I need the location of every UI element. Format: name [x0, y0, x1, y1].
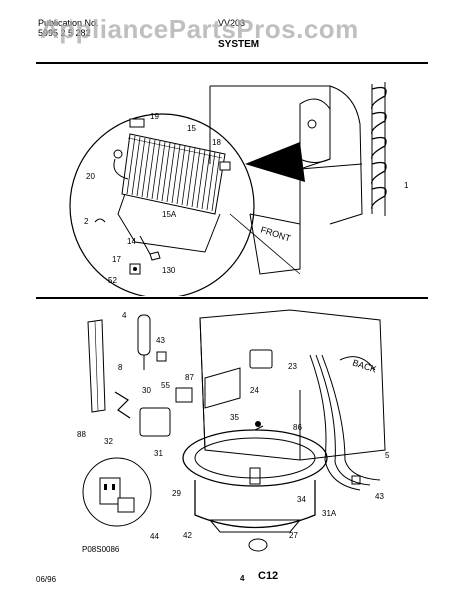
callout-32: 32	[104, 437, 113, 446]
callout-5: 5	[385, 451, 390, 460]
callout-15: 15	[187, 124, 196, 133]
callout-30: 30	[142, 386, 151, 395]
callout-88: 88	[77, 430, 86, 439]
callout-1: 1	[404, 181, 409, 190]
callout-44: 44	[150, 532, 159, 541]
callout-35: 35	[230, 413, 239, 422]
callout-52: 52	[108, 276, 117, 285]
callout-130: 130	[162, 266, 176, 275]
top-divider	[36, 62, 428, 64]
callout-43-bottom: 43	[375, 492, 384, 501]
section-title: SYSTEM	[218, 39, 260, 50]
callout-86: 86	[293, 423, 302, 432]
callout-87: 87	[185, 373, 194, 382]
callout-4: 4	[122, 311, 127, 320]
callout-23: 23	[288, 362, 297, 371]
callout-2: 2	[84, 217, 89, 226]
callout-18: 18	[212, 138, 221, 147]
callout-15a: 15A	[162, 210, 177, 219]
footer-page-code: C12	[258, 570, 279, 582]
model-number: VV203	[218, 18, 246, 28]
callout-8: 8	[118, 363, 123, 372]
callout-43-top: 43	[156, 336, 165, 345]
figure-code: P08S0086	[82, 545, 120, 554]
callout-27: 27	[289, 531, 298, 540]
callout-14: 14	[127, 237, 136, 246]
callout-31: 31	[154, 449, 163, 458]
callout-55: 55	[161, 381, 170, 390]
callout-34: 34	[297, 495, 306, 504]
publication-number: 5995 2 5 282	[38, 28, 91, 38]
callout-24: 24	[250, 386, 259, 395]
callout-29: 29	[172, 489, 181, 498]
callout-42: 42	[183, 531, 192, 540]
compressor-system-diagram	[82, 309, 386, 552]
callout-17: 17	[112, 255, 121, 264]
condenser-system-diagram	[69, 82, 387, 296]
watermark-text: AppliancePartsPros.com	[40, 14, 359, 44]
publication-label: Publication No.	[38, 18, 99, 28]
callout-19: 19	[150, 112, 159, 121]
footer-date: 06/96	[36, 575, 57, 584]
callout-20: 20	[86, 172, 95, 181]
footer-page-number: 4	[240, 574, 245, 583]
callout-31a: 31A	[322, 509, 337, 518]
middle-divider	[36, 297, 428, 299]
